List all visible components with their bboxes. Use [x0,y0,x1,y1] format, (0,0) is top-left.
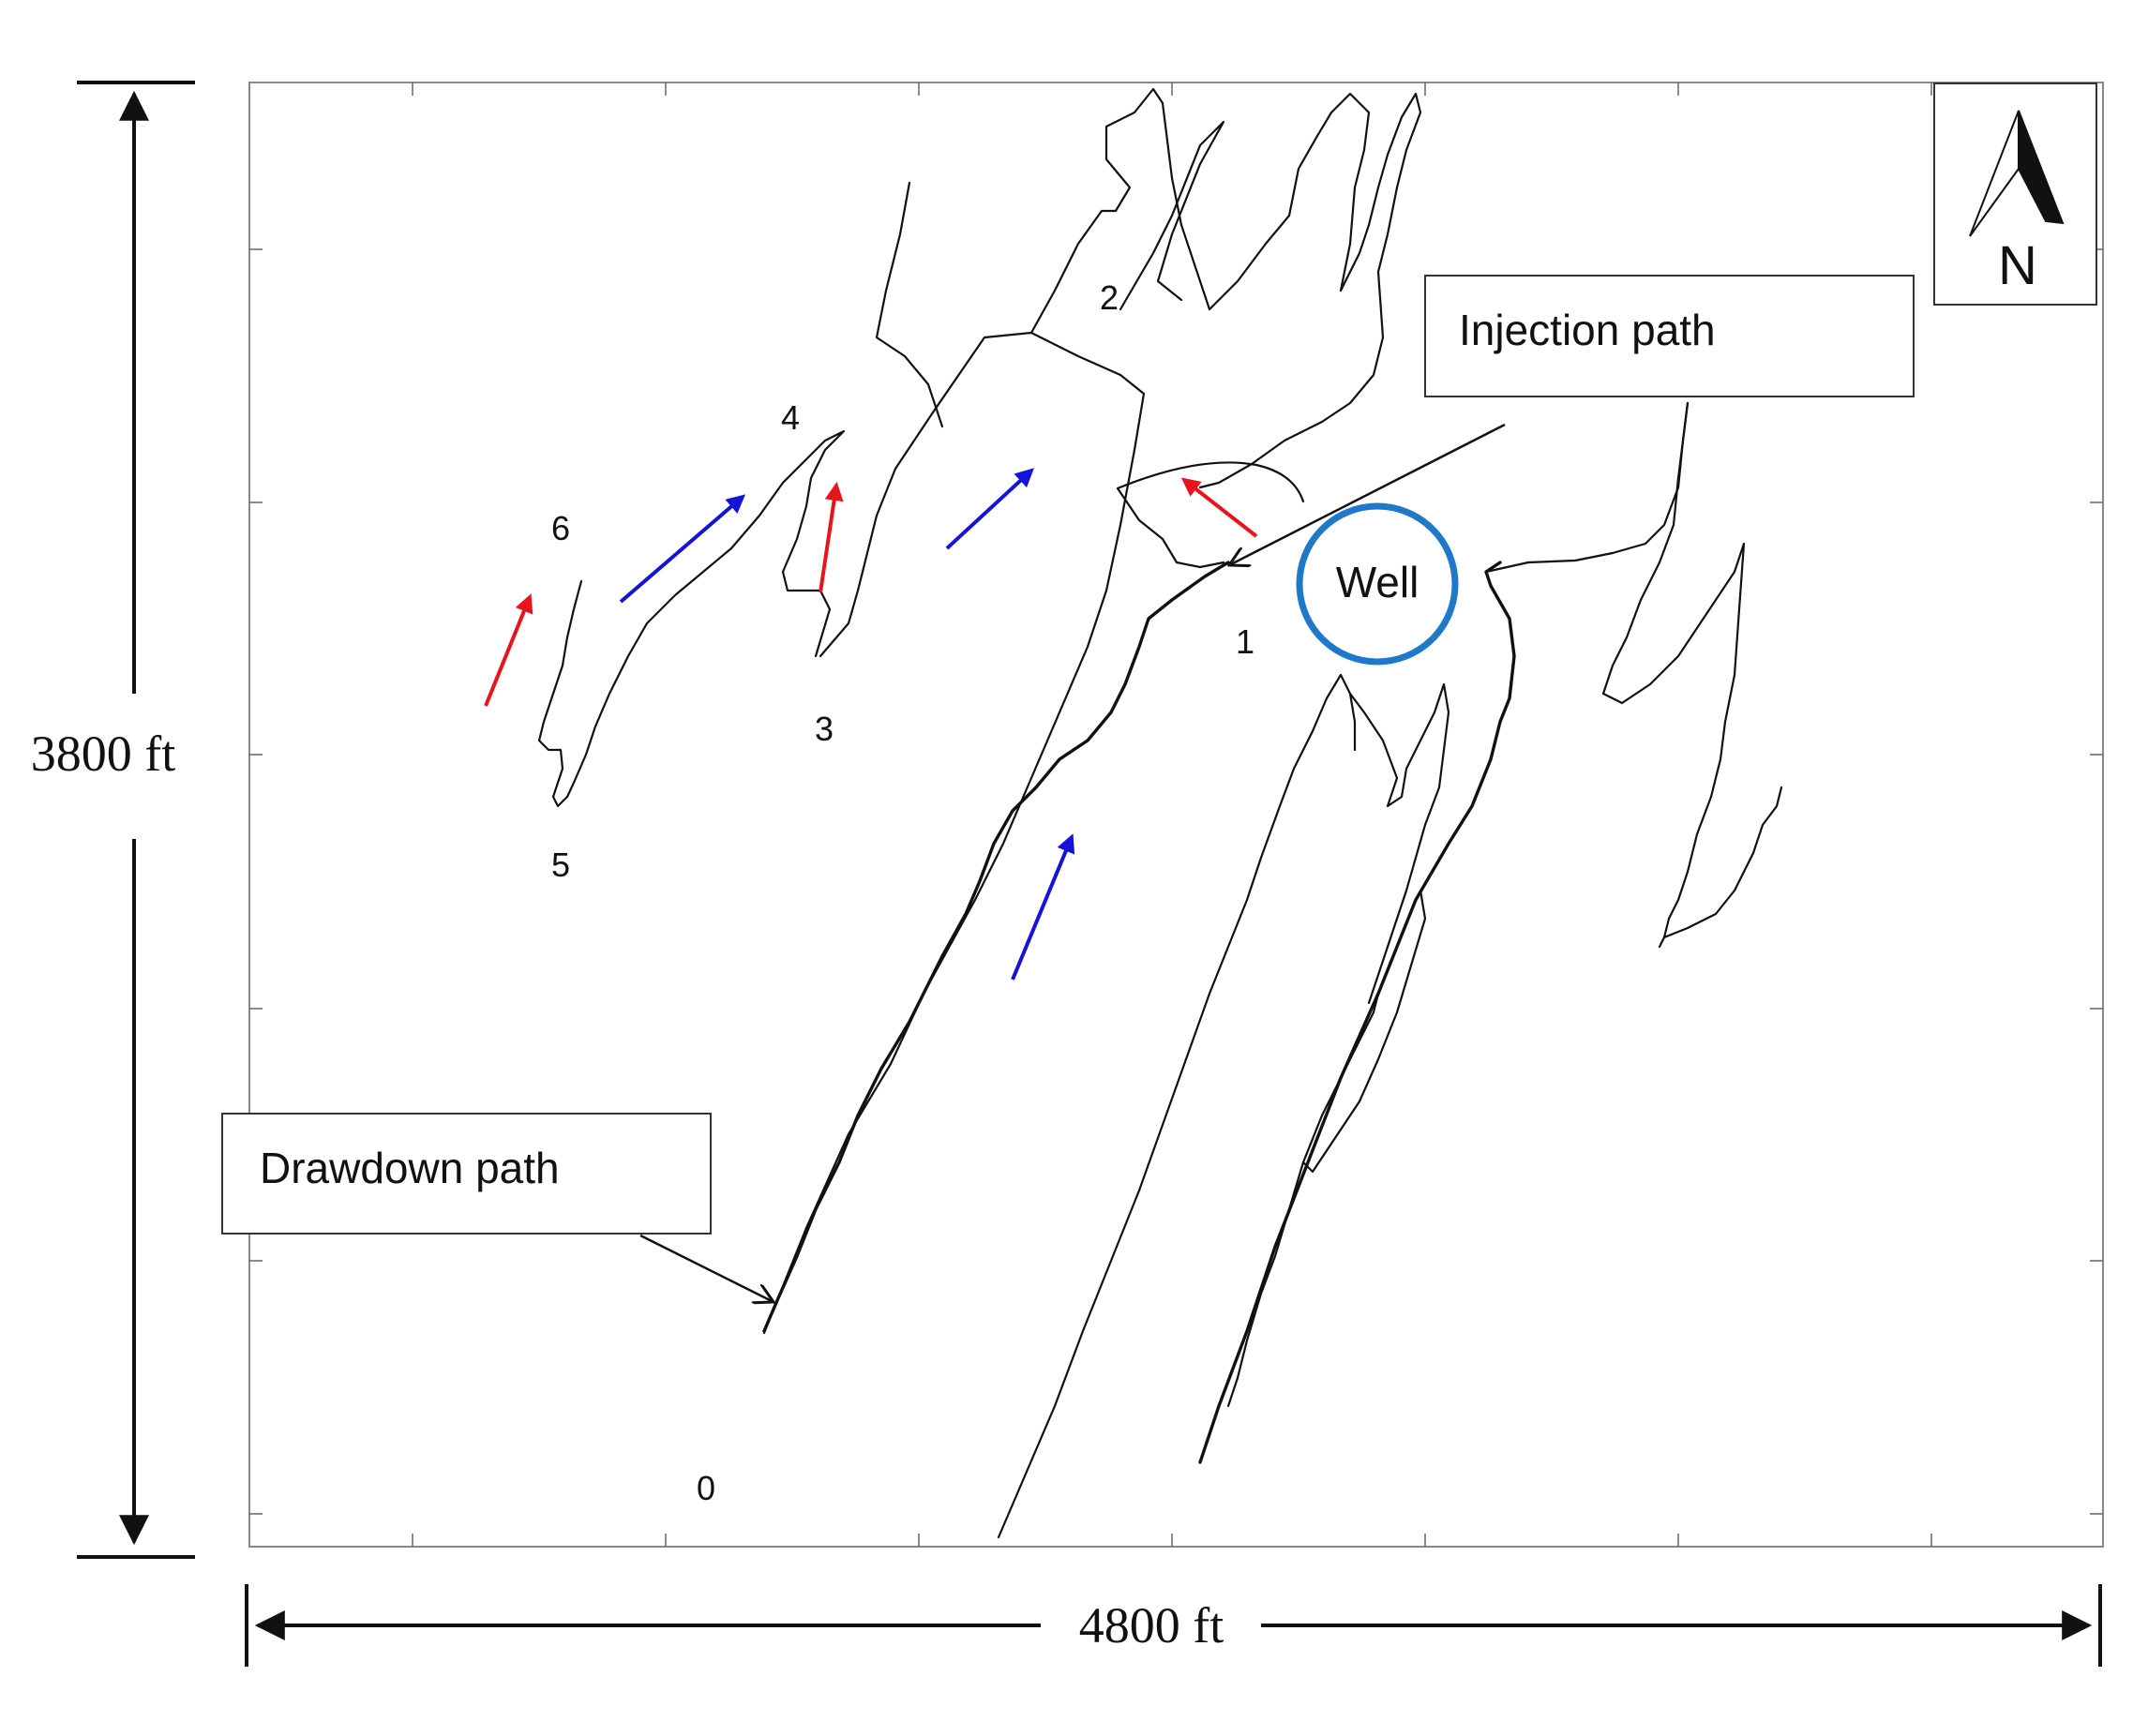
north-label: N [1998,235,2037,296]
fracture-upper-branch-a [1029,87,1211,335]
fracture-right-bold [1198,561,1516,1464]
fracture-far-right [1601,401,1746,705]
width-dimension-label: 4800 ft [1079,1597,1224,1654]
fracture-network [537,87,1783,1539]
north-arrow: N [1933,82,2097,306]
fracture-node-3-4 [565,429,846,799]
well-circle [1296,502,1459,666]
fracture-drawdown-path [762,561,1230,1333]
node-label-2: 2 [1100,278,1119,317]
flow-arrow-red-1 [484,593,533,707]
injection-path-label: Injection path [1459,306,1716,354]
node-label-4: 4 [781,398,800,437]
fracture-central-long [997,673,1357,1539]
north-arrow-icon [1969,110,2065,237]
node-label-3: 3 [815,710,834,748]
flow-arrow-blue-3 [1011,833,1075,980]
node-label-5: 5 [551,846,570,884]
height-dimension: 3800 ft [31,81,195,1559]
fracture-upper-branch-d [1198,92,1422,489]
width-dimension: 4800 ft [245,1584,2102,1667]
height-dimension-label: 3800 ft [31,726,176,782]
drawdown-path-label: Drawdown path [260,1144,560,1192]
flow-arrow-blue-2 [945,468,1034,550]
fracture-upper-left-spike [875,181,944,428]
fracture-upper-branch-c [1208,92,1371,311]
fracture-node-labels: 0 1 2 3 4 5 6 [551,278,1254,1507]
fracture-far-right-lower [1662,542,1783,939]
fracture-main-drawdown [762,373,1146,1335]
injection-path-pointer [1229,423,1506,565]
flow-arrow-red-2 [819,482,844,593]
fracture-right-spiky [1348,682,1450,1005]
drawdown-path-box [221,1113,712,1235]
flow-arrow-blue-1 [619,494,746,604]
fracture-right-lower [1301,889,1427,1174]
fracture-arc [1116,461,1305,503]
node-label-1: 1 [1236,622,1254,661]
node-label-6: 6 [551,509,570,547]
well-label: Well [1336,558,1419,606]
node-label-0: 0 [697,1469,715,1507]
frame-ticks [249,82,2103,1547]
fracture-upper-branch-b [1119,120,1225,311]
injection-path-box [1424,275,1915,397]
drawdown-path-pointer [639,1234,774,1302]
fracture-right-lower-b [1226,1160,1305,1408]
plot-frame [248,82,2104,1548]
fracture-arc-inner [1116,486,1225,569]
fracture-branch-1-to-4 [819,331,1122,658]
fracture-far-right-spike [1658,935,1666,949]
flow-arrows [484,468,1258,980]
fracture-right-top-horizontal [1484,401,1690,574]
flow-arrow-red-3 [1180,477,1258,538]
fracture-node-5-6 [537,579,583,808]
